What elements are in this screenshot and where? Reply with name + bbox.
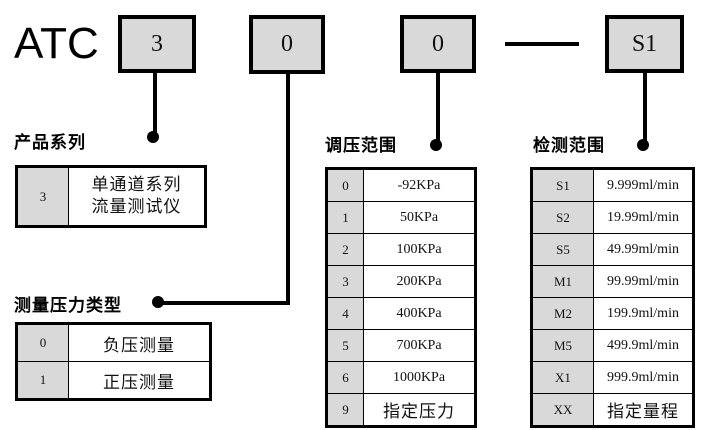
connector-dot-pressure-range [430,139,442,151]
cell-desc: 单通道系列 流量测试仪 [68,166,206,227]
cell-code: 3 [326,265,364,298]
cell-code: 3 [16,166,69,227]
connector-dot-pressure-type [152,296,164,308]
model-prefix-label: ATC [14,19,99,68]
cell-desc-line2: 流量测试仪 [91,196,182,217]
section-title-pressure-type: 测量压力类型 [14,296,122,315]
code-box-series[interactable]: 3 [118,15,196,73]
cell-desc: 499.9ml/min [593,329,694,362]
code-box-pressure-type[interactable]: 0 [249,15,325,74]
connector-line-pressure-type-horizontal [158,301,290,305]
cell-code: M5 [531,329,594,362]
table-row: M5 499.9ml/min [531,329,694,362]
cell-code: S1 [531,168,594,202]
table-row: 0 -92KPa [326,168,476,202]
connector-line-series [153,73,157,138]
cell-desc: 指定量程 [593,393,694,427]
cell-code: 9 [326,393,364,427]
cell-code: S2 [531,201,594,234]
connector-line-detection-range [643,73,647,145]
code-box-detection-range[interactable]: S1 [605,15,684,73]
cell-code: 1 [16,361,69,400]
cell-desc: 700KPa [363,329,476,362]
table-row: S5 49.99ml/min [531,233,694,266]
code-box-pressure-type-value: 0 [281,31,293,57]
cell-desc: 指定压力 [363,393,476,427]
cell-desc: 200KPa [363,265,476,298]
cell-code: 6 [326,361,364,394]
table-row: 4 400KPa [326,297,476,330]
cell-desc: 负压测量 [68,323,211,362]
cell-desc: 100KPa [363,233,476,266]
cell-desc: 1000KPa [363,361,476,394]
cell-desc: 99.99ml/min [593,265,694,298]
table-row: 5 700KPa [326,329,476,362]
cell-code: 4 [326,297,364,330]
table-row: M1 99.99ml/min [531,265,694,298]
cell-code: S5 [531,233,594,266]
table-pressure-type: 0 负压测量 1 正压测量 [15,322,212,401]
separator-dash-icon [505,42,579,46]
table-row: S1 9.999ml/min [531,168,694,202]
cell-code: 5 [326,329,364,362]
cell-code: XX [531,393,594,427]
table-row: 0 负压测量 [16,323,211,362]
table-row: X1 999.9ml/min [531,361,694,394]
section-title-detection-range: 检测范围 [533,136,605,155]
table-row: S2 19.99ml/min [531,201,694,234]
connector-line-pressure-type-vertical [286,74,290,305]
table-row: 2 100KPa [326,233,476,266]
table-detection-range: S1 9.999ml/min S2 19.99ml/min S5 49.99ml… [530,167,695,428]
cell-code: 1 [326,201,364,234]
table-row: XX 指定量程 [531,393,694,427]
cell-desc: 正压测量 [68,361,211,400]
code-box-pressure-range-value: 0 [432,30,444,57]
table-row: 6 1000KPa [326,361,476,394]
table-row: 9 指定压力 [326,393,476,427]
cell-desc: 49.99ml/min [593,233,694,266]
table-pressure-range: 0 -92KPa 1 50KPa 2 100KPa 3 200KPa 4 400… [325,167,477,428]
connector-dot-series [147,131,159,143]
section-title-product-series: 产品系列 [14,133,86,152]
cell-code: 0 [16,323,69,362]
table-row: 1 正压测量 [16,361,211,400]
cell-code: M2 [531,297,594,330]
cell-desc: 199.9ml/min [593,297,694,330]
section-title-pressure-range: 调压范围 [325,136,397,155]
cell-desc: 9.999ml/min [593,168,694,202]
code-box-pressure-range[interactable]: 0 [400,15,476,73]
connector-dot-detection-range [637,139,649,151]
connector-line-pressure-range [436,73,440,145]
table-row: 3 200KPa [326,265,476,298]
cell-code: 0 [326,168,364,202]
table-row: M2 199.9ml/min [531,297,694,330]
cell-code: M1 [531,265,594,298]
code-box-series-value: 3 [151,30,163,57]
cell-desc: -92KPa [363,168,476,202]
table-row: 3 单通道系列 流量测试仪 [16,166,206,227]
cell-desc-line1: 单通道系列 [91,175,182,196]
cell-code: X1 [531,361,594,394]
cell-desc: 50KPa [363,201,476,234]
cell-desc: 400KPa [363,297,476,330]
code-box-detection-range-value: S1 [631,30,658,57]
table-row: 1 50KPa [326,201,476,234]
table-product-series: 3 单通道系列 流量测试仪 [15,165,207,228]
cell-desc: 999.9ml/min [593,361,694,394]
cell-desc: 19.99ml/min [593,201,694,234]
cell-code: 2 [326,233,364,266]
